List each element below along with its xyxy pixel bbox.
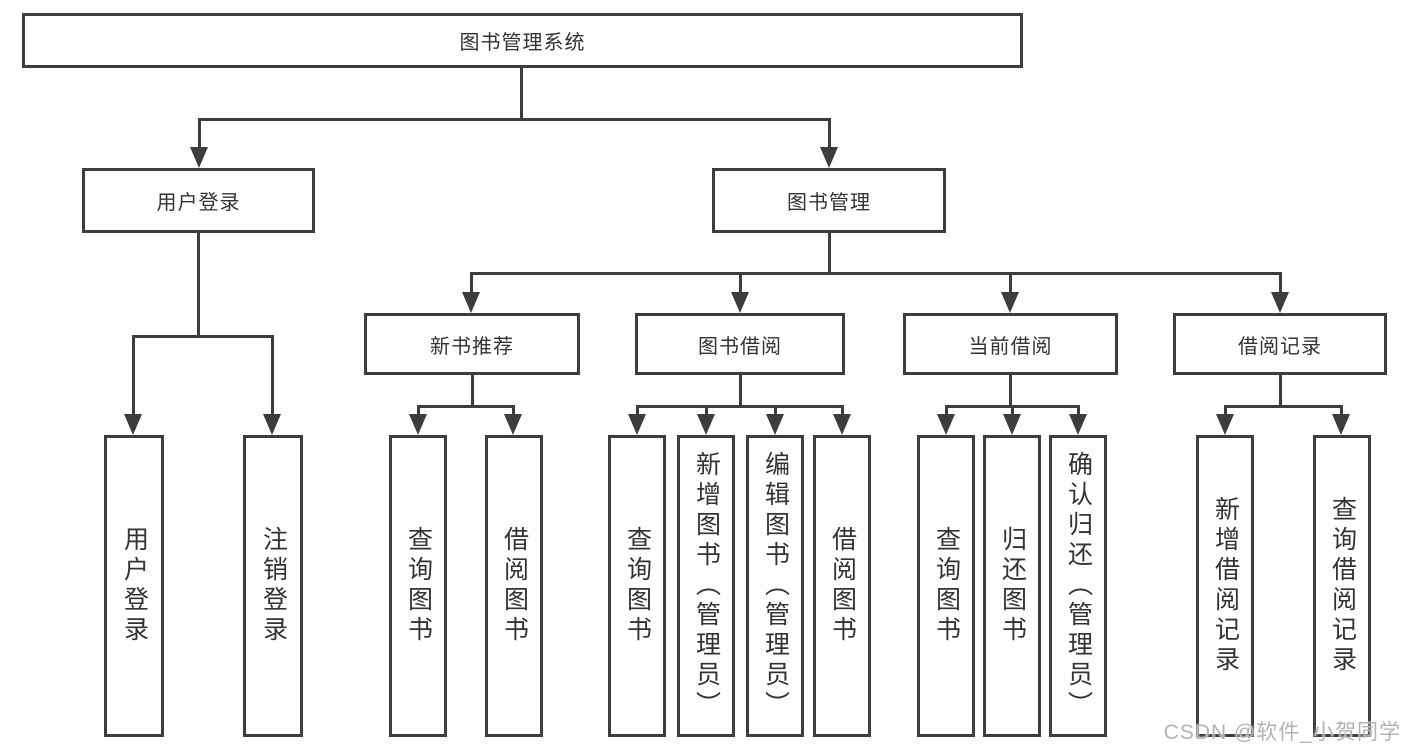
leaf-add-book-admin-label: 新增图书（管理员） [692, 451, 721, 721]
leaf-add-borrow-record-label: 新增借阅记录 [1211, 496, 1240, 676]
connector [1224, 405, 1343, 408]
arrowhead [628, 414, 646, 435]
node-root-system: 图书管理系统 [22, 13, 1023, 68]
leaf-logout-label: 注销登录 [259, 526, 288, 646]
csdn-watermark: CSDN @软件_小贺同学 [1163, 721, 1401, 744]
leaf-return-book: 归还图书 [983, 435, 1041, 737]
connector [198, 118, 831, 121]
arrowhead [1216, 414, 1234, 435]
leaf-confirm-return-admin-label: 确认归还（管理员） [1064, 451, 1093, 721]
arrowhead [1003, 414, 1021, 435]
leaf-query-book-recommend-label: 查询图书 [404, 526, 433, 646]
leaf-query-book-borrow: 查询图书 [608, 435, 666, 737]
leaf-confirm-return-admin: 确认归还（管理员） [1049, 435, 1107, 737]
node-new-book-recommend: 新书推荐 [364, 313, 580, 375]
leaf-query-borrow-record-label: 查询借阅记录 [1328, 496, 1357, 676]
arrowhead [190, 147, 208, 168]
connector [132, 335, 135, 417]
arrowhead [504, 414, 522, 435]
connector [1009, 375, 1012, 405]
arrowhead [1271, 292, 1289, 313]
arrowhead [697, 414, 715, 435]
connector [1077, 405, 1080, 417]
leaf-borrow-book-borrow-label: 借阅图书 [828, 526, 857, 646]
node-current-borrow: 当前借阅 [903, 313, 1118, 375]
connector [828, 233, 831, 272]
leaf-query-borrow-record: 查询借阅记录 [1313, 435, 1371, 737]
connector [198, 118, 201, 150]
connector [520, 68, 523, 118]
node-current-borrow-label: 当前借阅 [968, 335, 1053, 358]
node-root-label: 图书管理系统 [459, 32, 586, 54]
connector [197, 233, 200, 335]
node-borrow-records-label: 借阅记录 [1238, 335, 1322, 358]
leaf-user-login: 用户登录 [104, 435, 164, 737]
connector [1011, 405, 1014, 417]
arrowhead [1001, 292, 1019, 313]
node-user-login-label: 用户登录 [156, 192, 241, 214]
arrowhead [833, 414, 851, 435]
node-book-borrow-label: 图书借阅 [698, 335, 782, 358]
connector [774, 405, 777, 417]
arrowhead [766, 414, 784, 435]
leaf-borrow-book-recommend-label: 借阅图书 [500, 526, 529, 646]
connector [470, 272, 1282, 275]
connector [512, 405, 515, 417]
arrowhead [937, 414, 955, 435]
connector [828, 118, 831, 150]
arrowhead [820, 147, 838, 168]
connector [1224, 405, 1227, 417]
connector [945, 405, 948, 417]
arrowhead [124, 414, 142, 435]
arrowhead [462, 292, 480, 313]
connector [636, 405, 844, 408]
connector [1279, 375, 1282, 405]
node-borrow-records: 借阅记录 [1173, 313, 1387, 375]
node-user-login: 用户登录 [82, 168, 315, 233]
connector [841, 405, 844, 417]
connector [1279, 272, 1282, 296]
connector [1340, 405, 1343, 417]
node-book-management: 图书管理 [712, 168, 946, 233]
node-book-borrow: 图书借阅 [635, 313, 845, 375]
leaf-edit-book-admin-label: 编辑图书（管理员） [761, 451, 790, 721]
arrowhead [1332, 414, 1350, 435]
connector [132, 335, 274, 338]
leaf-query-book-current: 查询图书 [917, 435, 975, 737]
leaf-logout: 注销登录 [243, 435, 303, 737]
leaf-user-login-label: 用户登录 [120, 526, 149, 646]
leaf-return-book-label: 归还图书 [998, 526, 1027, 646]
leaf-borrow-book-recommend: 借阅图书 [485, 435, 543, 737]
connector [271, 335, 274, 417]
arrowhead [1069, 414, 1087, 435]
leaf-add-borrow-record: 新增借阅记录 [1196, 435, 1254, 737]
connector [1009, 272, 1012, 296]
connector [705, 405, 708, 417]
connector [739, 272, 742, 296]
leaf-query-book-current-label: 查询图书 [932, 526, 961, 646]
connector [739, 375, 742, 405]
leaf-edit-book-admin: 编辑图书（管理员） [746, 435, 804, 737]
arrowhead [409, 414, 427, 435]
arrowhead [263, 414, 281, 435]
leaf-add-book-admin: 新增图书（管理员） [677, 435, 735, 737]
leaf-query-book-borrow-label: 查询图书 [623, 526, 652, 646]
node-book-management-label: 图书管理 [787, 192, 871, 214]
connector [470, 272, 473, 296]
node-new-book-recommend-label: 新书推荐 [430, 335, 514, 358]
connector [636, 405, 639, 417]
leaf-borrow-book-borrow: 借阅图书 [813, 435, 871, 737]
connector [417, 405, 420, 417]
arrowhead [731, 292, 749, 313]
connector [417, 405, 515, 408]
leaf-query-book-recommend: 查询图书 [389, 435, 447, 737]
connector [471, 375, 474, 405]
